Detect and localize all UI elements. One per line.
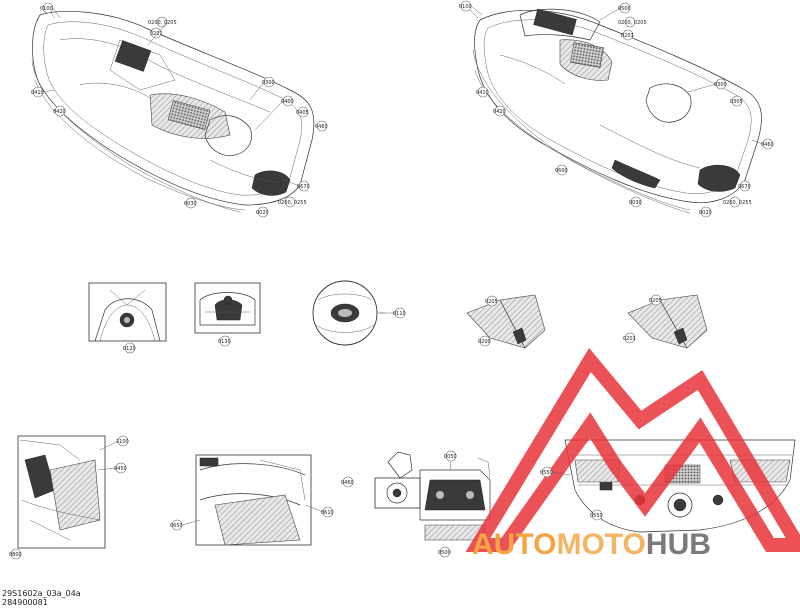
callout-0201-a: 0201	[150, 31, 163, 37]
callout-0460-c: 0460	[341, 480, 354, 486]
callout-0110: 0110	[393, 311, 406, 317]
detail-circle-0110	[312, 280, 385, 346]
callout-0020-b: 0020	[699, 210, 712, 216]
drawing-number: 284900081	[2, 598, 48, 607]
callout-0600-b: 0600	[555, 168, 568, 174]
callout-1100: 1100	[116, 439, 129, 445]
callout-0500-c: 0500	[438, 550, 451, 556]
callout-0670-b: 0670	[738, 184, 751, 190]
callout-0200-a: 0200, 0205	[148, 20, 177, 26]
detail-box-0120	[88, 282, 167, 342]
detail-panel-right	[627, 294, 708, 349]
callout-0650: 0650	[170, 523, 183, 529]
callout-0550: 0550	[540, 470, 553, 476]
callout-0405-a: 0405	[296, 110, 309, 116]
watermark-logo	[465, 347, 800, 552]
callout-0200-b: 0200, 0205	[618, 20, 647, 26]
callout-0400-a: 0400	[281, 99, 294, 105]
callout-0300-a: 0300	[262, 80, 275, 86]
callout-0020-a: 0020	[256, 210, 269, 216]
watermark-hub: HUB	[645, 528, 711, 561]
watermark-moto: MOTO	[556, 528, 646, 561]
callout-0460-b: 0460	[761, 142, 774, 148]
callout-0205-left: 0205	[485, 299, 498, 305]
drawing-code: 29S1602a_03a_04a	[2, 589, 81, 598]
callout-0610: 0610	[321, 510, 334, 516]
callout-0120: 0120	[123, 346, 136, 352]
callout-0201-b: 0201	[621, 33, 634, 39]
callout-0050: 0050	[444, 454, 457, 460]
detail-box-0130	[194, 282, 261, 334]
callout-0305-b: 0305	[730, 99, 743, 105]
detail-box-1100	[17, 435, 106, 549]
callout-0130: 0130	[218, 339, 231, 345]
watercraft-a-drawing	[31, 9, 315, 213]
callout-0410-b: 0410	[476, 90, 489, 96]
callout-0200-left: 0200	[478, 339, 491, 345]
diagram-footer: 29S1602a_03a_04a 284900081	[2, 589, 81, 607]
detail-box-0650	[195, 454, 312, 546]
callout-0420-b: 0420	[493, 109, 506, 115]
watercraft-b-drawing	[469, 8, 762, 214]
callout-0030-a: 0030	[184, 201, 197, 207]
callout-0500-b: 0500	[618, 6, 631, 12]
callout-0800: 0800	[9, 552, 22, 558]
callout-0250-b: 0250, 0255	[723, 200, 752, 206]
callout-0450: 0450	[114, 466, 127, 472]
callout-0100-b: 0100	[459, 4, 472, 10]
callout-0550-d: 0550	[590, 513, 603, 519]
watermark-text: AUTOMOTOHUB	[472, 528, 711, 562]
callout-0410-a: 0410	[31, 90, 44, 96]
callout-0030-b: 0030	[629, 200, 642, 206]
callout-0205-right: 0205	[649, 298, 662, 304]
watermark-auto: AUTO	[472, 528, 557, 561]
callout-0300-b: 0300	[714, 82, 727, 88]
callout-0420-a: 0420	[53, 109, 66, 115]
callout-0100-a: 0100	[40, 6, 53, 12]
callout-0250-a: 0250, 0255	[278, 200, 307, 206]
callout-0201-right: 0201	[623, 336, 636, 342]
detail-engine-0050	[374, 451, 491, 541]
detail-panel-left	[466, 294, 546, 349]
callout-0670-a: 0670	[297, 184, 310, 190]
callout-0460-a: 0460	[315, 124, 328, 130]
